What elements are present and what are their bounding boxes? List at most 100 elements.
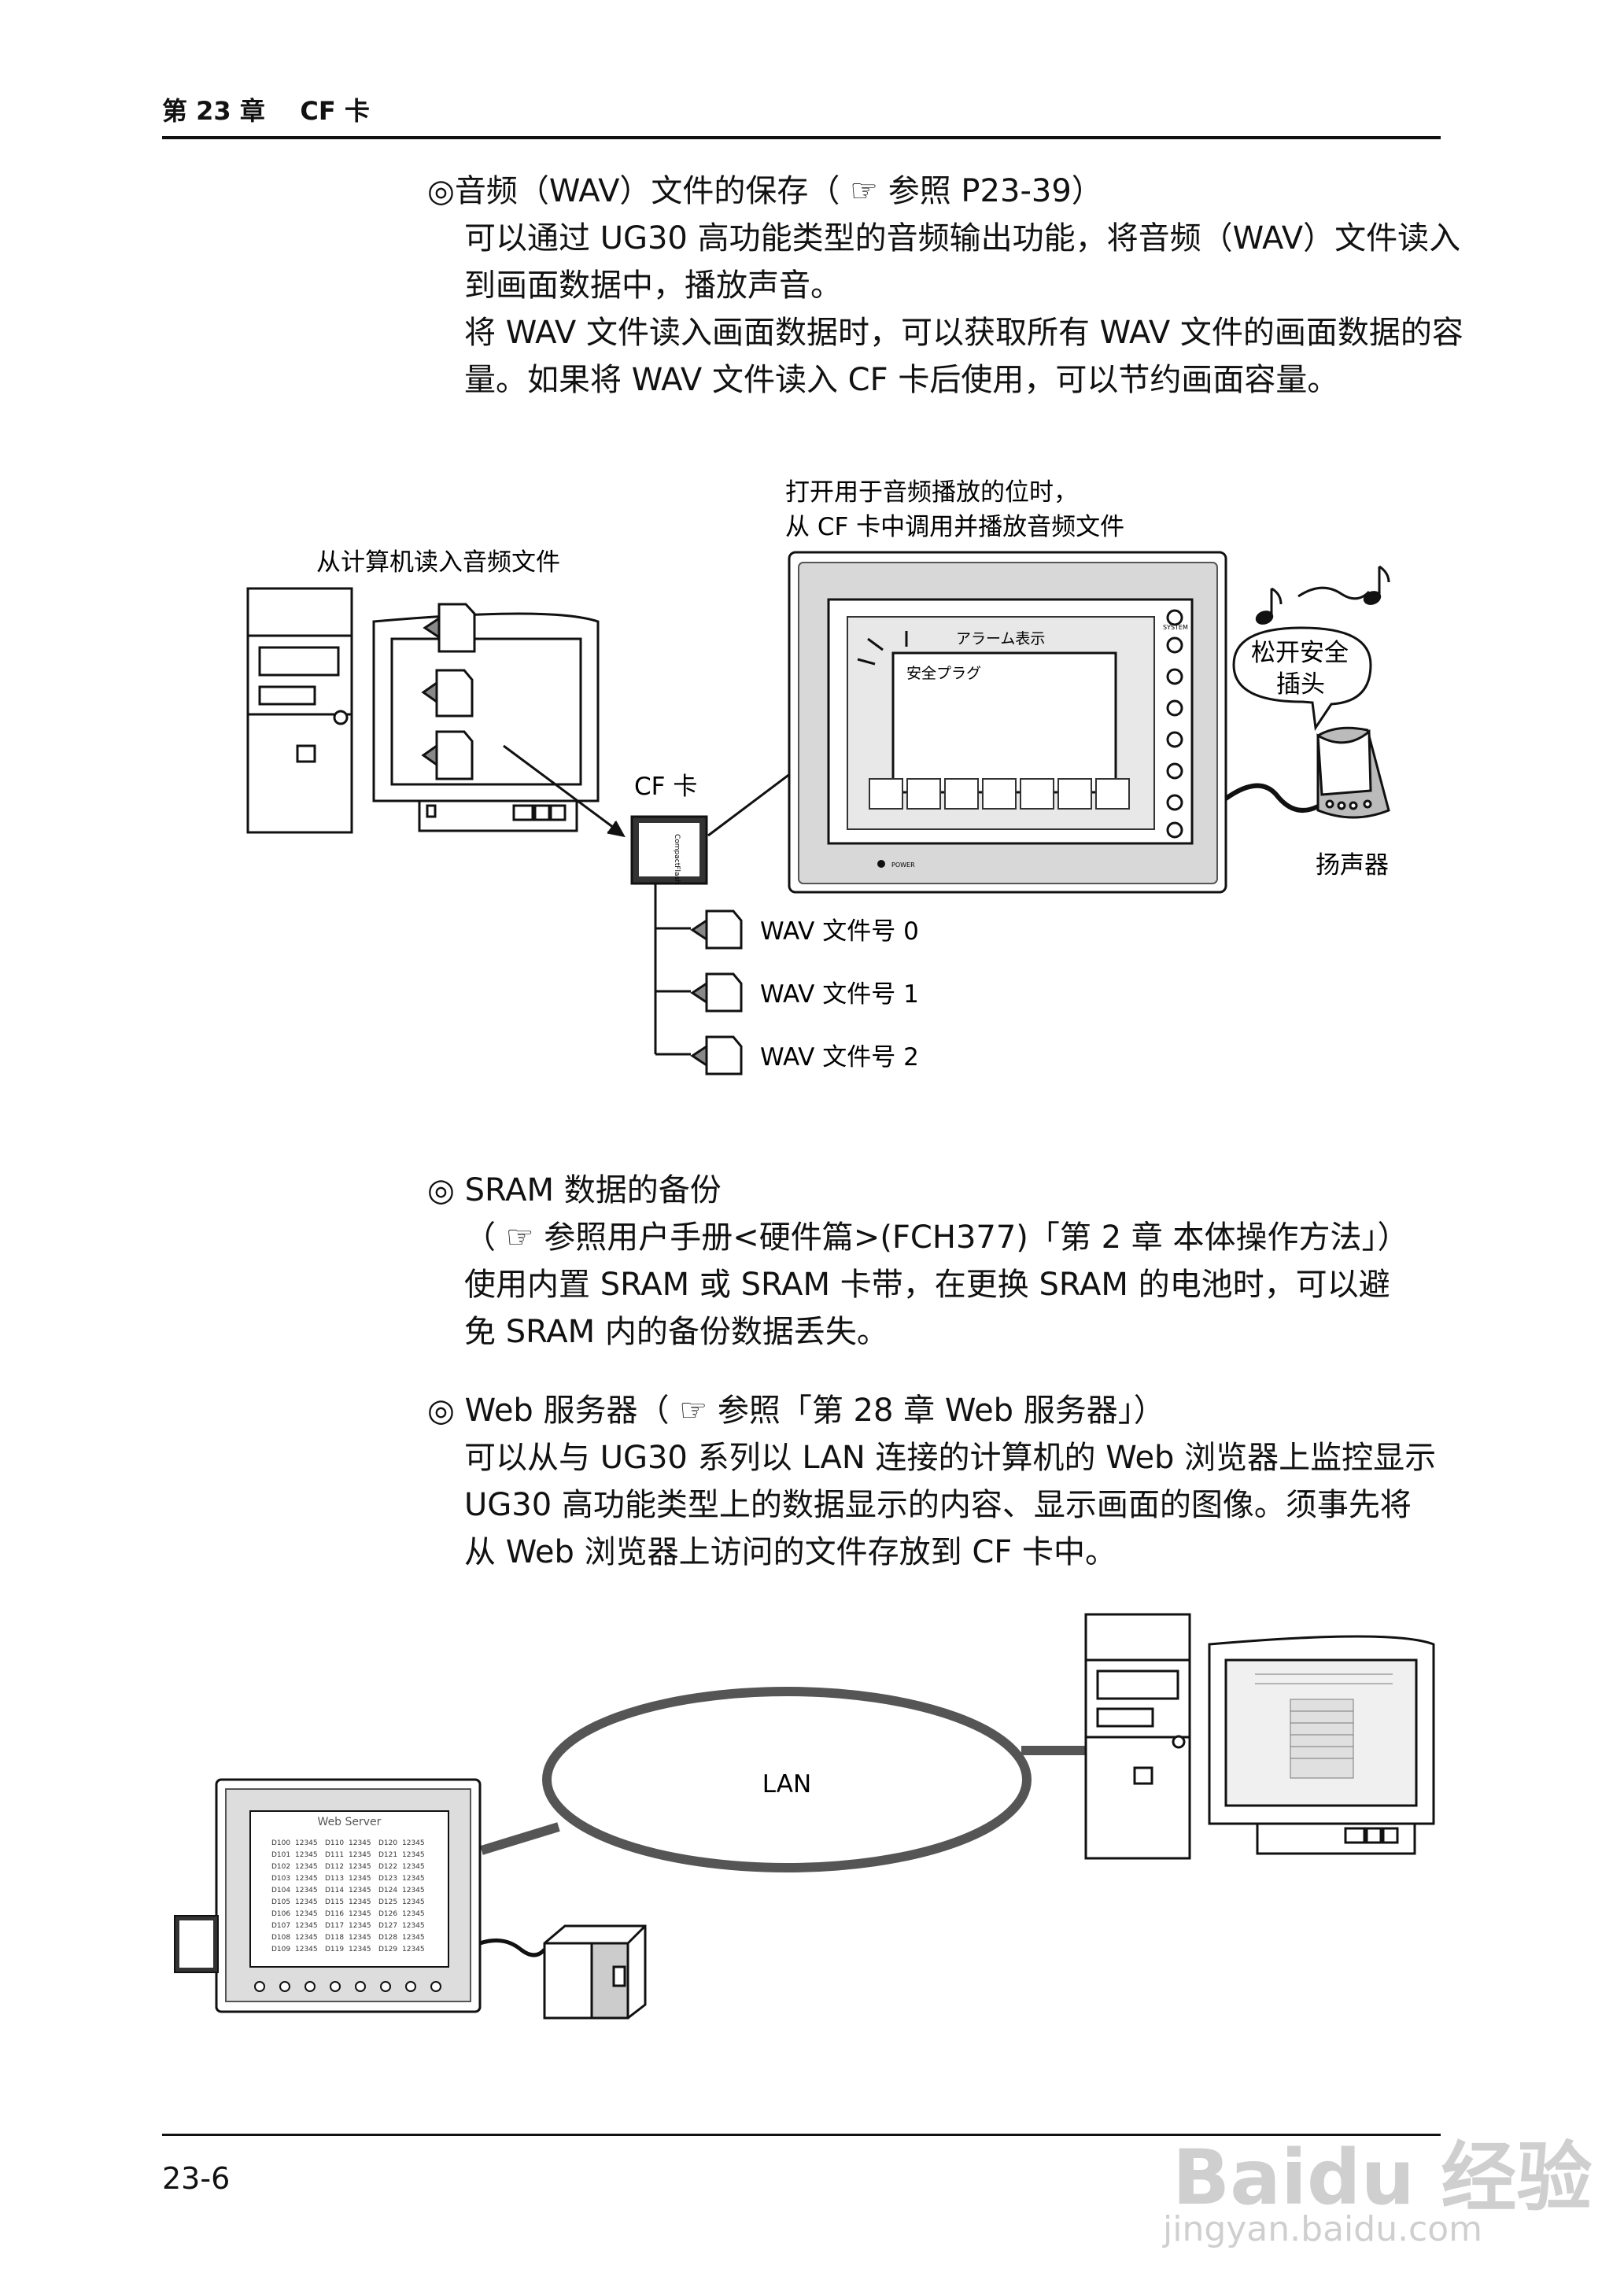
alarm-flash-icon xyxy=(857,631,908,666)
table-cell: 12345 xyxy=(295,1946,318,1953)
watermark-brand: Baidu 经验 xyxy=(1172,2134,1593,2222)
cf-label: CF 卡 xyxy=(634,773,697,801)
table-cell: 12345 xyxy=(402,1851,425,1859)
table-cell: D117 xyxy=(325,1922,344,1930)
system-label: SYSTEM xyxy=(1163,624,1188,631)
sound-file-icon xyxy=(690,972,743,1013)
table-cell: D107 xyxy=(271,1922,290,1930)
table-cell: 12345 xyxy=(402,1934,425,1942)
section-sram-line: 免 SRAM 内的备份数据丢失。 xyxy=(464,1314,888,1350)
sound-file-icon xyxy=(690,1035,743,1075)
table-cell: 12345 xyxy=(402,1863,425,1871)
panel-buttons xyxy=(254,1981,441,1992)
chapter-header: 第 23 章 CF 卡 xyxy=(162,96,370,126)
section-sram-line: （ ☞ 参照用户手册<硬件篇>(FCH377)「第 2 章 本体操作方法」） xyxy=(464,1219,1409,1256)
section-wav-line: 量。如果将 WAV 文件读入 CF 卡后使用，可以节约画面容量。 xyxy=(464,362,1339,398)
table-cell: D121 xyxy=(378,1851,397,1859)
section-wav-title: ◎音频（WAV）文件的保存（ ☞ 参照 P23-39） xyxy=(427,173,1103,209)
table-cell: D113 xyxy=(325,1875,344,1883)
table-cell: 12345 xyxy=(295,1875,318,1883)
watermark-url: jingyan.baidu.com xyxy=(1163,2209,1483,2249)
pc-tower-icon xyxy=(1084,1613,1191,1860)
table-cell: 12345 xyxy=(349,1887,371,1894)
table-cell: D123 xyxy=(378,1875,397,1883)
section-wav-line: 将 WAV 文件读入画面数据时，可以获取所有 WAV 文件的画面数据的容 xyxy=(464,315,1463,351)
table-cell: 12345 xyxy=(295,1839,318,1847)
table-cell: D115 xyxy=(325,1898,344,1906)
section-web-title: ◎ Web 服务器（ ☞ 参照「第 28 章 Web 服务器」） xyxy=(427,1393,1165,1429)
table-cell: 12345 xyxy=(295,1851,318,1859)
section-wav-line: 到画面数据中，播放声音。 xyxy=(464,267,842,304)
table-cell: D122 xyxy=(378,1863,397,1871)
footer-rule xyxy=(162,2134,1441,2136)
sound-file-icon xyxy=(421,669,474,718)
header-rule xyxy=(162,136,1441,139)
monitor-icon xyxy=(372,612,600,832)
table-cell: D106 xyxy=(271,1910,290,1918)
table-cell: 12345 xyxy=(402,1839,425,1847)
side-buttons xyxy=(1166,609,1183,839)
sound-file-icon xyxy=(421,730,474,780)
web-server-title: Web Server xyxy=(318,1816,382,1828)
table-cell: D112 xyxy=(325,1863,344,1871)
table-cell: D110 xyxy=(325,1839,344,1847)
section-web-line: 从 Web 浏览器上访问的文件存放到 CF 卡中。 xyxy=(464,1534,1117,1570)
bubble-text: 插头 xyxy=(1276,670,1325,699)
table-cell: D104 xyxy=(271,1887,290,1894)
alarm-title: アラーム表示 xyxy=(956,630,1045,647)
table-cell: D125 xyxy=(378,1898,397,1906)
panel-caption: 打开用于音频播放的位时， xyxy=(785,478,1078,507)
table-cell: D118 xyxy=(325,1934,344,1942)
table-cell: D114 xyxy=(325,1887,344,1894)
table-cell: 12345 xyxy=(349,1851,371,1859)
table-cell: 12345 xyxy=(295,1863,318,1871)
lan-label: LAN xyxy=(762,1770,811,1798)
table-cell: D119 xyxy=(325,1946,344,1953)
section-sram-title: ◎ SRAM 数据的备份 xyxy=(427,1172,722,1208)
touch-panel: アラーム表示 安全プラグ SYSTEM POWER xyxy=(788,551,1227,894)
table-cell: 12345 xyxy=(295,1898,318,1906)
table-cell: 12345 xyxy=(402,1898,425,1906)
pc-tower-icon xyxy=(246,587,353,834)
tree-lines xyxy=(654,884,691,1056)
table-cell: D109 xyxy=(271,1946,290,1953)
svg-text:CompactFlash: CompactFlash xyxy=(673,834,681,884)
table-cell: 12345 xyxy=(402,1946,425,1953)
lan-link xyxy=(480,1822,560,1855)
function-keys xyxy=(869,778,1130,810)
wav-file-label: WAV 文件号 0 xyxy=(760,917,919,946)
alarm-message: 安全プラグ xyxy=(906,665,981,682)
speaker-cable xyxy=(1224,783,1320,813)
section-sram: ◎ SRAM 数据的备份 （ ☞ 参照用户手册<硬件篇>(FCH377)「第 2… xyxy=(427,1167,1450,1356)
table-cell: 12345 xyxy=(349,1910,371,1918)
section-web: ◎ Web 服务器（ ☞ 参照「第 28 章 Web 服务器」） 可以从与 UG… xyxy=(427,1387,1450,1576)
table-cell: D111 xyxy=(325,1851,344,1859)
speaker-icon xyxy=(1316,726,1390,819)
section-web-line: 可以从与 UG30 系列以 LAN 连接的计算机的 Web 浏览器上监控显示 xyxy=(464,1440,1437,1476)
table-cell: D129 xyxy=(378,1946,397,1953)
plc-icon xyxy=(543,1924,647,2020)
table-cell: D127 xyxy=(378,1922,397,1930)
table-cell: D124 xyxy=(378,1887,397,1894)
table-cell: D100 xyxy=(271,1839,290,1847)
table-cell: 12345 xyxy=(402,1922,425,1930)
table-cell: D126 xyxy=(378,1910,397,1918)
section-wav-line: 可以通过 UG30 高功能类型的音频输出功能，将音频（WAV）文件读入 xyxy=(464,220,1461,256)
table-cell: 12345 xyxy=(402,1910,425,1918)
table-cell: D103 xyxy=(271,1875,290,1883)
table-cell: 12345 xyxy=(349,1946,371,1953)
bubble-text: 松开安全 xyxy=(1251,639,1349,667)
table-cell: 12345 xyxy=(349,1898,371,1906)
section-wav: ◎音频（WAV）文件的保存（ ☞ 参照 P23-39） 可以通过 UG30 高功… xyxy=(427,168,1463,404)
section-sram-line: 使用内置 SRAM 或 SRAM 卡带，在更换 SRAM 的电池时，可以避 xyxy=(464,1267,1390,1303)
table-cell: 12345 xyxy=(402,1875,425,1883)
music-note-icon xyxy=(1255,565,1390,625)
speaker-label: 扬声器 xyxy=(1316,851,1389,880)
pc-caption: 从计算机读入音频文件 xyxy=(316,548,560,577)
power-led-icon xyxy=(877,860,885,868)
lan-cloud xyxy=(542,1687,1032,1872)
table-cell: 12345 xyxy=(402,1887,425,1894)
